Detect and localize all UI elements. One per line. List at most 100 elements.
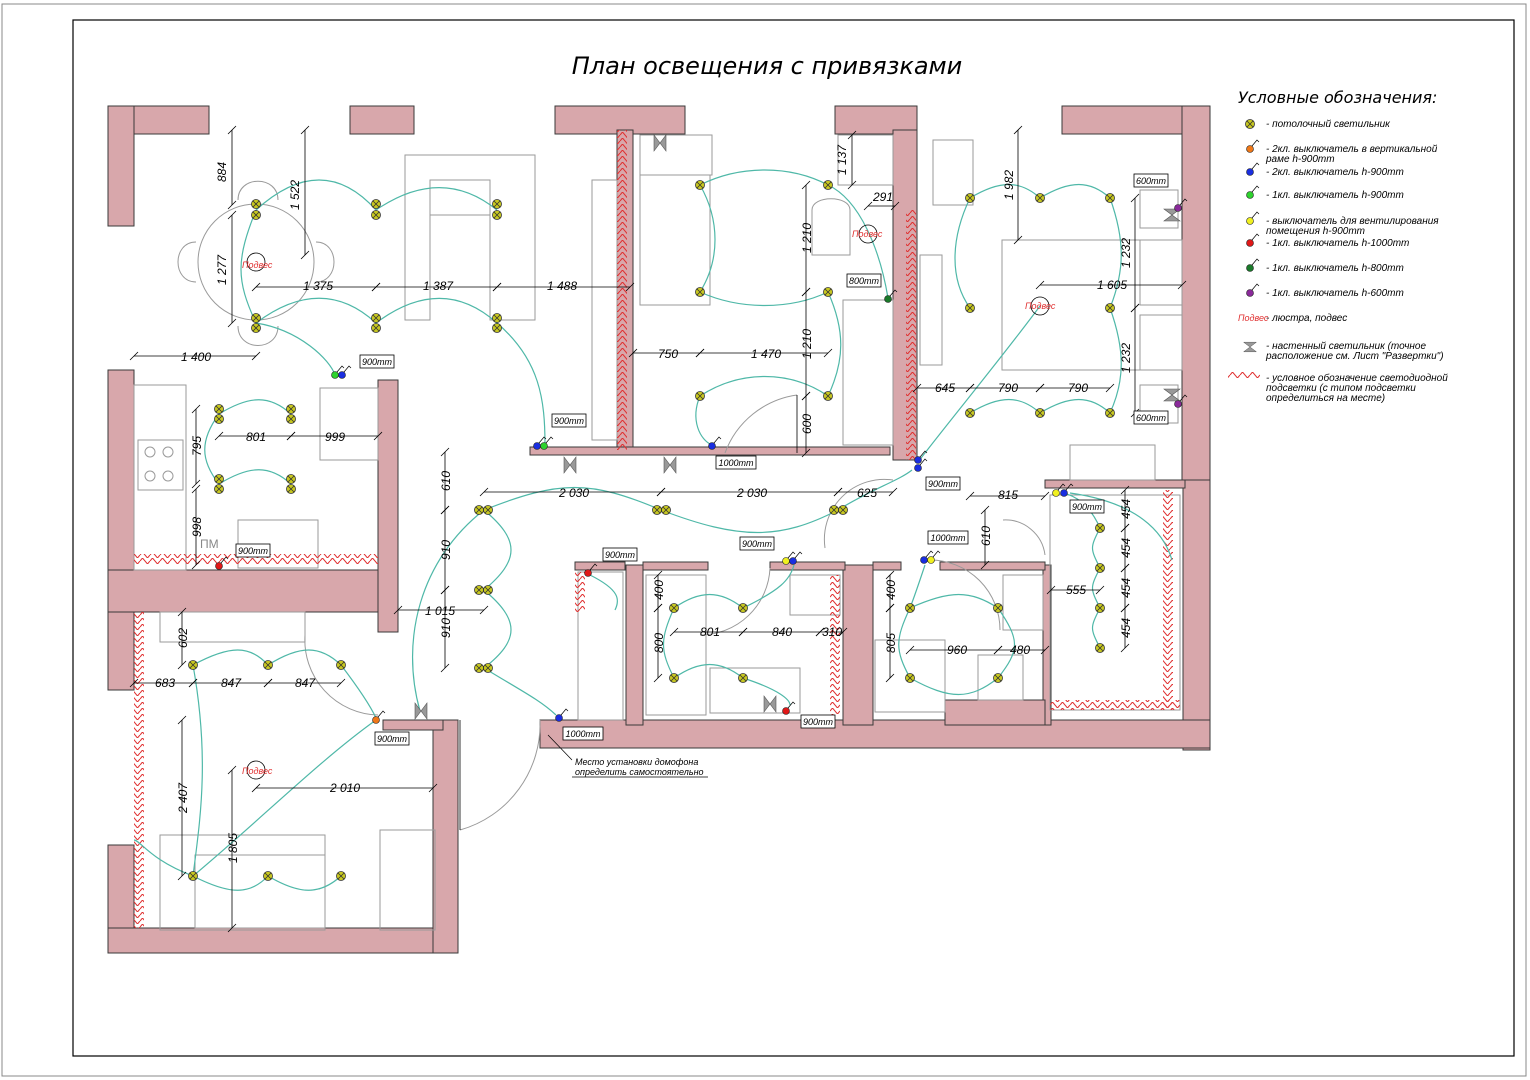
height-tag: 900mm [803,717,834,727]
led-strip-icon [1228,372,1260,378]
dimension-label: 790 [998,381,1018,395]
svg-text:Подвес: Подвес [242,766,273,776]
switch-icon [920,556,928,564]
intercom-note-line-2: определить самостоятельно [575,767,704,777]
ceiling-light-icon [669,603,679,613]
switch-icon [927,556,935,564]
ceiling-light-icon [474,505,484,515]
dimension-label: 600 [800,414,814,434]
ceiling-light-icon [492,323,502,333]
dimension-label: 2 010 [329,781,360,795]
switch-icon [1174,400,1182,408]
switch-icon [1246,217,1254,225]
ceiling-light-icon [286,414,296,424]
wall-lamps [414,134,1181,720]
dimension-label: 2 407 [176,782,190,814]
ceiling-light-icon [652,505,662,515]
svg-text:Подвес: Подвес [242,260,273,270]
switch-icon [540,442,548,450]
legend-item-label: - 1кл. выключатель h-1000mm [1266,238,1409,249]
height-tag: 900mm [238,546,269,556]
legend-item: - 1кл. выключатель h-1000mm [1246,233,1409,249]
switch-icon [555,714,563,722]
ceiling-light-icon [695,391,705,401]
dimension-label: 625 [857,486,877,500]
switch-icon [1246,264,1254,272]
legend-item: - 2кл. выключатель h-900mm [1246,162,1404,178]
legend-item-label: подсветки (с типом подсветки [1266,383,1416,394]
ceiling-light-icon [1035,408,1045,418]
dimension-label: 1 232 [1119,238,1133,268]
ceiling-light-icon [336,660,346,670]
dimension-label: 1 605 [1097,278,1127,292]
dimension-label: 1 400 [181,350,211,364]
legend-item-label: раме h-900mm [1265,154,1335,165]
switch-icon [1060,489,1068,497]
ceiling-light-icon [251,210,261,220]
switch-icon [884,295,892,303]
height-tags: 900mm900mm1000mm900mm800mm900mm600mm600m… [235,173,1169,746]
ceiling-light-icon [492,210,502,220]
ceiling-light-icon [993,673,1003,683]
dimension-label: 645 [935,381,955,395]
dimension-label: 790 [1068,381,1088,395]
dimension-label: 800 [652,633,666,653]
intercom-note-line-1: Место установки домофона [575,757,698,767]
dimension-label: 1 470 [751,347,781,361]
height-tag: 900mm [554,416,585,426]
ceiling-light-icon [336,871,346,881]
dimension-label: 801 [700,625,720,639]
switch-icon [789,557,797,565]
led-strips [134,130,1180,928]
chandelier-dining: Подвес [242,252,273,272]
ceiling-light-icon [1105,303,1115,313]
ceiling-light-icon [286,484,296,494]
dimension-label: 480 [1010,643,1030,657]
legend-item-label: - 1кл. выключатель h-600mm [1266,288,1404,299]
svg-text:Подвес: Подвес [852,229,883,239]
switch-icon [338,371,346,379]
ceiling-light-icon [214,414,224,424]
ceiling-light-icon [829,505,839,515]
legend-title: Условные обозначения: [1238,88,1437,107]
height-tag: 900mm [1072,502,1103,512]
height-tag: 900mm [742,539,773,549]
height-tag: 600mm [1136,413,1167,423]
ceiling-light-icon [474,585,484,595]
dimension-label: 805 [884,633,898,653]
ceiling-light-icon [483,505,493,515]
dimension-label: 1 805 [226,833,240,863]
ceiling-light-icon [965,408,975,418]
switch-icon [1246,191,1254,199]
dimension-label: 1 488 [547,279,577,293]
height-tag: 1000mm [930,533,966,543]
ceiling-light-icon [492,313,502,323]
legend-item-label: - выключатель для вентилирования [1266,216,1439,227]
dimension-label: 683 [155,676,175,690]
ceiling-light-icon [1095,643,1105,653]
height-tag: 900mm [928,479,959,489]
switch-icon [708,442,716,450]
dimension-label: 454 [1119,578,1133,598]
wiring [133,169,1173,891]
ceiling-light-icon [371,313,381,323]
dimension-label: 815 [998,488,1018,502]
ceiling-light-icon [371,323,381,333]
dimension-label: 610 [439,471,453,491]
furniture [133,134,1183,931]
ceiling-light-icon [483,585,493,595]
drawing-frame [72,19,1515,1057]
legend-item: - 1кл. выключатель h-900mm [1246,185,1404,201]
ceiling-light-icon [286,474,296,484]
switch-icon [914,456,922,464]
ceiling-light-icon [263,660,273,670]
ceiling-light-icon [1095,603,1105,613]
legend-item-label: - условное обозначение светодиодной [1266,372,1448,384]
dimension-label: 610 [979,526,993,546]
switch-icon [1246,289,1254,297]
ceiling-light-icon [286,404,296,414]
ceiling-light-icon [738,603,748,613]
dimension-label: 291 [872,190,893,204]
